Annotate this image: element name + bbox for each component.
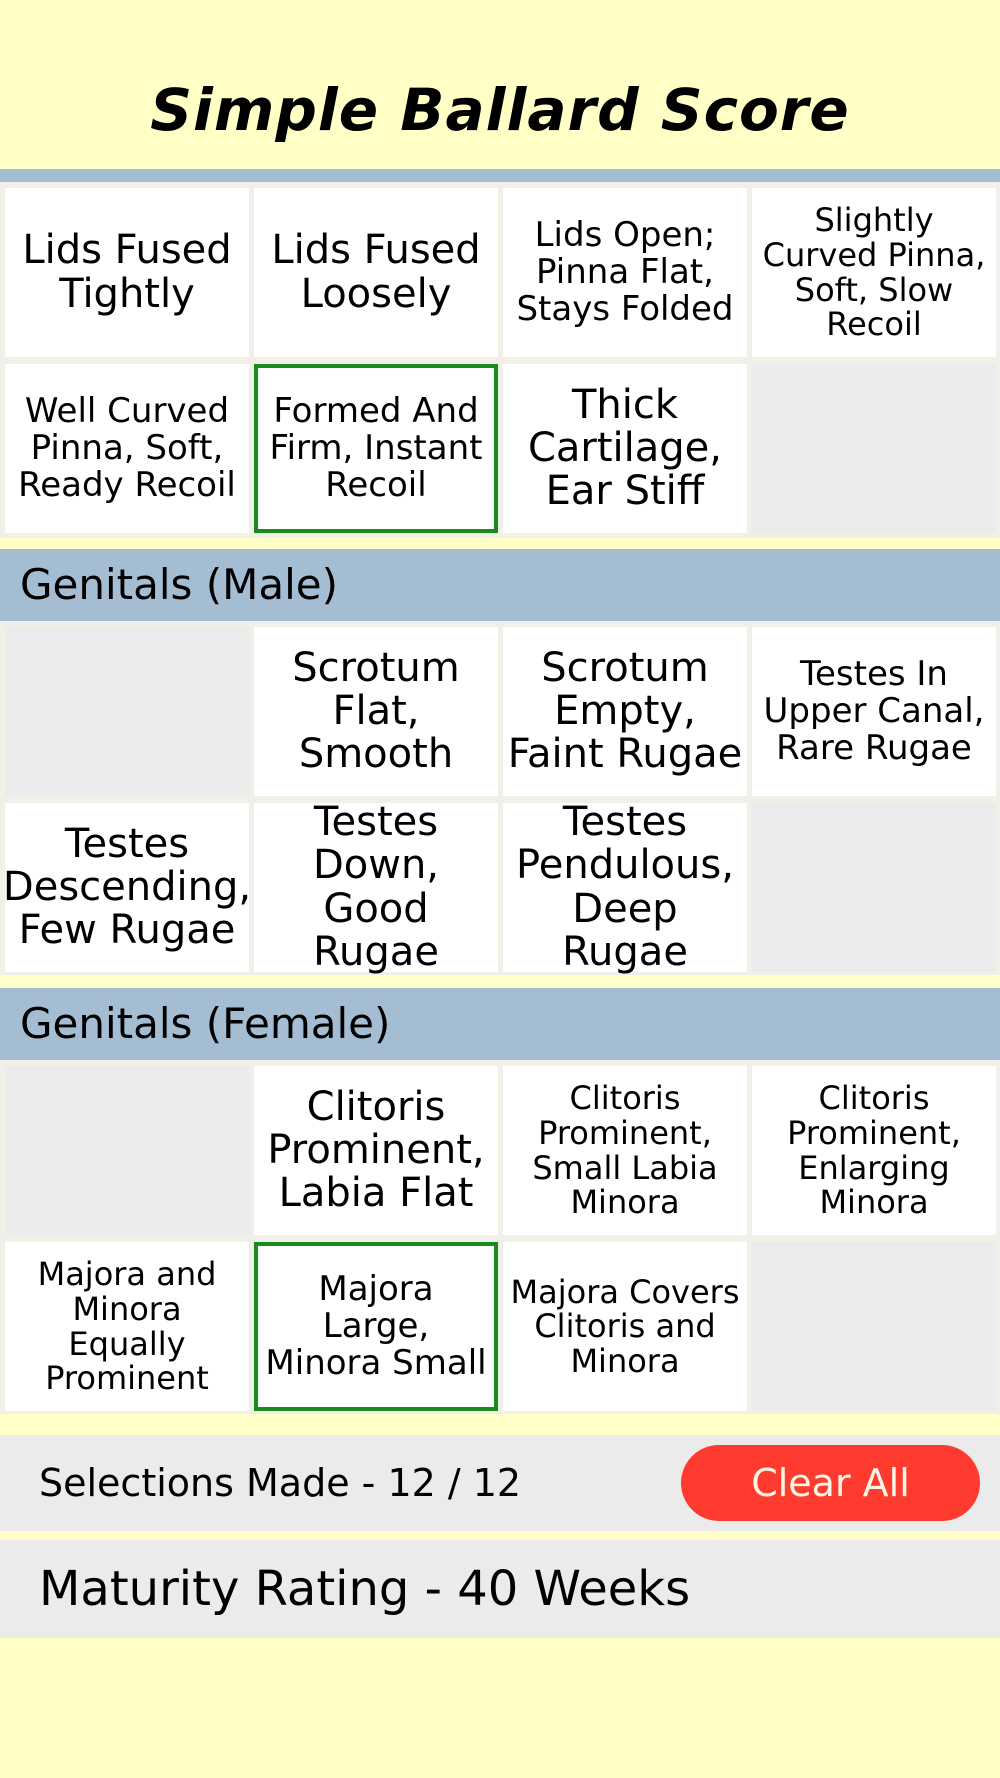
empty-cell — [752, 364, 996, 533]
selections-bar: Selections Made - 12 / 12 Clear All — [0, 1435, 1000, 1531]
genitals-female-options-grid: Clitoris Prominent, Labia Flat Clitoris … — [0, 1060, 1000, 1414]
option-cell[interactable]: Scrotum Flat, Smooth — [254, 627, 498, 796]
empty-cell — [5, 1066, 249, 1235]
page-title: Simple Ballard Score — [150, 76, 850, 144]
section-header-genitals-female: Genitals (Female) — [0, 988, 1000, 1060]
top-divider — [0, 169, 1000, 182]
option-cell[interactable]: Lids Fused Loosely — [254, 188, 498, 357]
clear-all-button[interactable]: Clear All — [681, 1445, 980, 1521]
empty-cell — [5, 627, 249, 796]
option-cell[interactable]: Slightly Curved Pinna, Soft, Slow Recoil — [752, 188, 996, 357]
option-cell[interactable]: Thick Cartilage, Ear Stiff — [503, 364, 747, 533]
option-cell[interactable]: Clitoris Prominent, Labia Flat — [254, 1066, 498, 1235]
option-cell[interactable]: Scrotum Empty, Faint Rugae — [503, 627, 747, 796]
maturity-bar: Maturity Rating - 40 Weeks — [0, 1540, 1000, 1638]
option-cell[interactable]: Well Curved Pinna, Soft, Ready Recoil — [5, 364, 249, 533]
option-cell-selected[interactable]: Formed And Firm, Instant Recoil — [254, 364, 498, 533]
option-cell[interactable]: Clitoris Prominent, Enlarging Minora — [752, 1066, 996, 1235]
option-cell[interactable]: Testes Down, Good Rugae — [254, 801, 498, 973]
maturity-rating: Maturity Rating - 40 Weeks — [39, 1561, 691, 1617]
option-cell[interactable]: Lids Open; Pinna Flat, Stays Folded — [503, 188, 747, 357]
ear-options-grid: Lids Fused Tightly Lids Fused Loosely Li… — [0, 182, 1000, 538]
option-cell[interactable]: Lids Fused Tightly — [5, 188, 249, 357]
selections-count: Selections Made - 12 / 12 — [39, 1461, 522, 1505]
option-cell[interactable]: Clitoris Prominent, Small Labia Minora — [503, 1066, 747, 1235]
genitals-male-options-grid: Scrotum Flat, Smooth Scrotum Empty, Fain… — [0, 621, 1000, 975]
option-cell[interactable]: Testes Descending, Few Rugae — [3, 803, 251, 972]
empty-cell — [752, 803, 996, 972]
option-cell[interactable]: Majora Covers Clitoris and Minora — [503, 1242, 747, 1411]
empty-cell — [752, 1242, 996, 1411]
option-cell-selected[interactable]: Majora Large, Minora Small — [254, 1242, 498, 1411]
option-cell[interactable]: Testes Pendulous, Deep Rugae — [503, 801, 747, 973]
option-cell[interactable]: Majora and Minora Equally Prominent — [5, 1242, 249, 1411]
option-cell[interactable]: Testes In Upper Canal, Rare Rugae — [752, 627, 996, 796]
section-header-genitals-male: Genitals (Male) — [0, 549, 1000, 621]
